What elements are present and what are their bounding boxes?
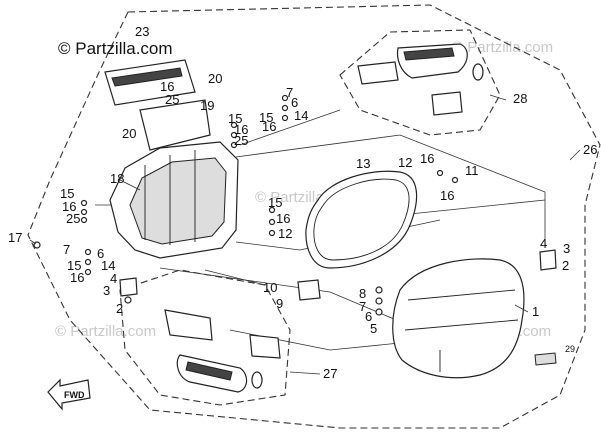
callout-13: 13 bbox=[356, 156, 370, 171]
brand-watermark: © Partzilla.com bbox=[58, 39, 173, 58]
callout-15-lower-left: 15 bbox=[67, 258, 81, 273]
callout-20-top: 20 bbox=[208, 71, 222, 86]
callout-labels: 23 20 16 25 19 20 15 16 25 7 6 15 14 16 … bbox=[8, 24, 597, 381]
callout-1: 1 bbox=[532, 304, 539, 319]
fwd-label: FWD bbox=[64, 390, 85, 400]
callout-27: 27 bbox=[323, 366, 337, 381]
callout-16-middle: 16 bbox=[276, 211, 290, 226]
callout-16-lower-left: 16 bbox=[70, 270, 84, 285]
callout-2-right: 2 bbox=[562, 258, 569, 273]
callout-14-top: 14 bbox=[294, 108, 308, 123]
callout-6-top: 6 bbox=[291, 95, 298, 110]
callout-17: 17 bbox=[8, 230, 22, 245]
callout-16-center: 16 bbox=[234, 122, 248, 137]
callout-16-left: 16 bbox=[62, 199, 76, 214]
callout-7-top: 7 bbox=[286, 85, 293, 100]
callout-19: 19 bbox=[200, 98, 214, 113]
callout-18: 18 bbox=[110, 171, 124, 186]
callout-7-left: 7 bbox=[63, 242, 70, 257]
callout-leaders bbox=[29, 94, 581, 375]
handle-part-28 bbox=[357, 43, 484, 116]
callout-3-right: 3 bbox=[563, 241, 570, 256]
callout-14-left: 14 bbox=[101, 258, 115, 273]
callout-16-right: 16 bbox=[440, 188, 454, 203]
callout-29: 29 bbox=[565, 344, 575, 354]
callout-12-middle: 12 bbox=[278, 226, 292, 241]
callout-25-top: 25 bbox=[165, 92, 179, 107]
callout-10: 10 bbox=[263, 280, 277, 295]
callout-8: 8 bbox=[359, 286, 366, 301]
callout-16-upper-right: 16 bbox=[262, 119, 276, 134]
watermark-top-right: © Partzilla.com bbox=[452, 39, 553, 56]
callout-25-left: 25 bbox=[66, 211, 80, 226]
callout-6-right: 6 bbox=[365, 309, 372, 324]
assembly-outline-26 bbox=[27, 4, 601, 429]
callout-16-right-top: 16 bbox=[420, 151, 434, 166]
callout-26: 26 bbox=[583, 142, 597, 157]
callout-12-right: 12 bbox=[398, 155, 412, 170]
fasteners bbox=[33, 94, 557, 366]
case-body-part-18 bbox=[109, 141, 239, 259]
callout-15-middle: 15 bbox=[268, 195, 282, 210]
watermark-bottom-left: © Partzilla.com bbox=[55, 323, 156, 340]
callout-3-left: 3 bbox=[103, 283, 110, 298]
callout-4-left: 4 bbox=[110, 271, 117, 286]
callout-16-top: 16 bbox=[160, 79, 174, 94]
callout-28: 28 bbox=[513, 91, 527, 106]
callout-15-center: 15 bbox=[228, 111, 242, 126]
handle-part-27 bbox=[164, 309, 281, 393]
gasket-part-13 bbox=[305, 170, 418, 269]
callout-9: 9 bbox=[276, 296, 283, 311]
subassembly-outline-28 bbox=[339, 29, 501, 136]
callout-20-mid: 20 bbox=[122, 126, 136, 141]
callout-25-center: 25 bbox=[234, 133, 248, 148]
callout-5: 5 bbox=[370, 321, 377, 336]
shell-part-1 bbox=[392, 258, 525, 379]
callout-4-right: 4 bbox=[540, 236, 547, 251]
upper-bracket-part-19 bbox=[104, 59, 211, 151]
forward-direction-arrow: FWD bbox=[47, 378, 91, 411]
callout-15-upper-right: 15 bbox=[259, 110, 273, 125]
callout-11: 11 bbox=[465, 163, 479, 178]
callout-7-right: 7 bbox=[359, 299, 366, 314]
callout-2-left: 2 bbox=[116, 301, 123, 316]
callout-6-left: 6 bbox=[97, 246, 104, 261]
callout-23: 23 bbox=[135, 24, 149, 39]
callout-15-left: 15 bbox=[60, 186, 74, 201]
